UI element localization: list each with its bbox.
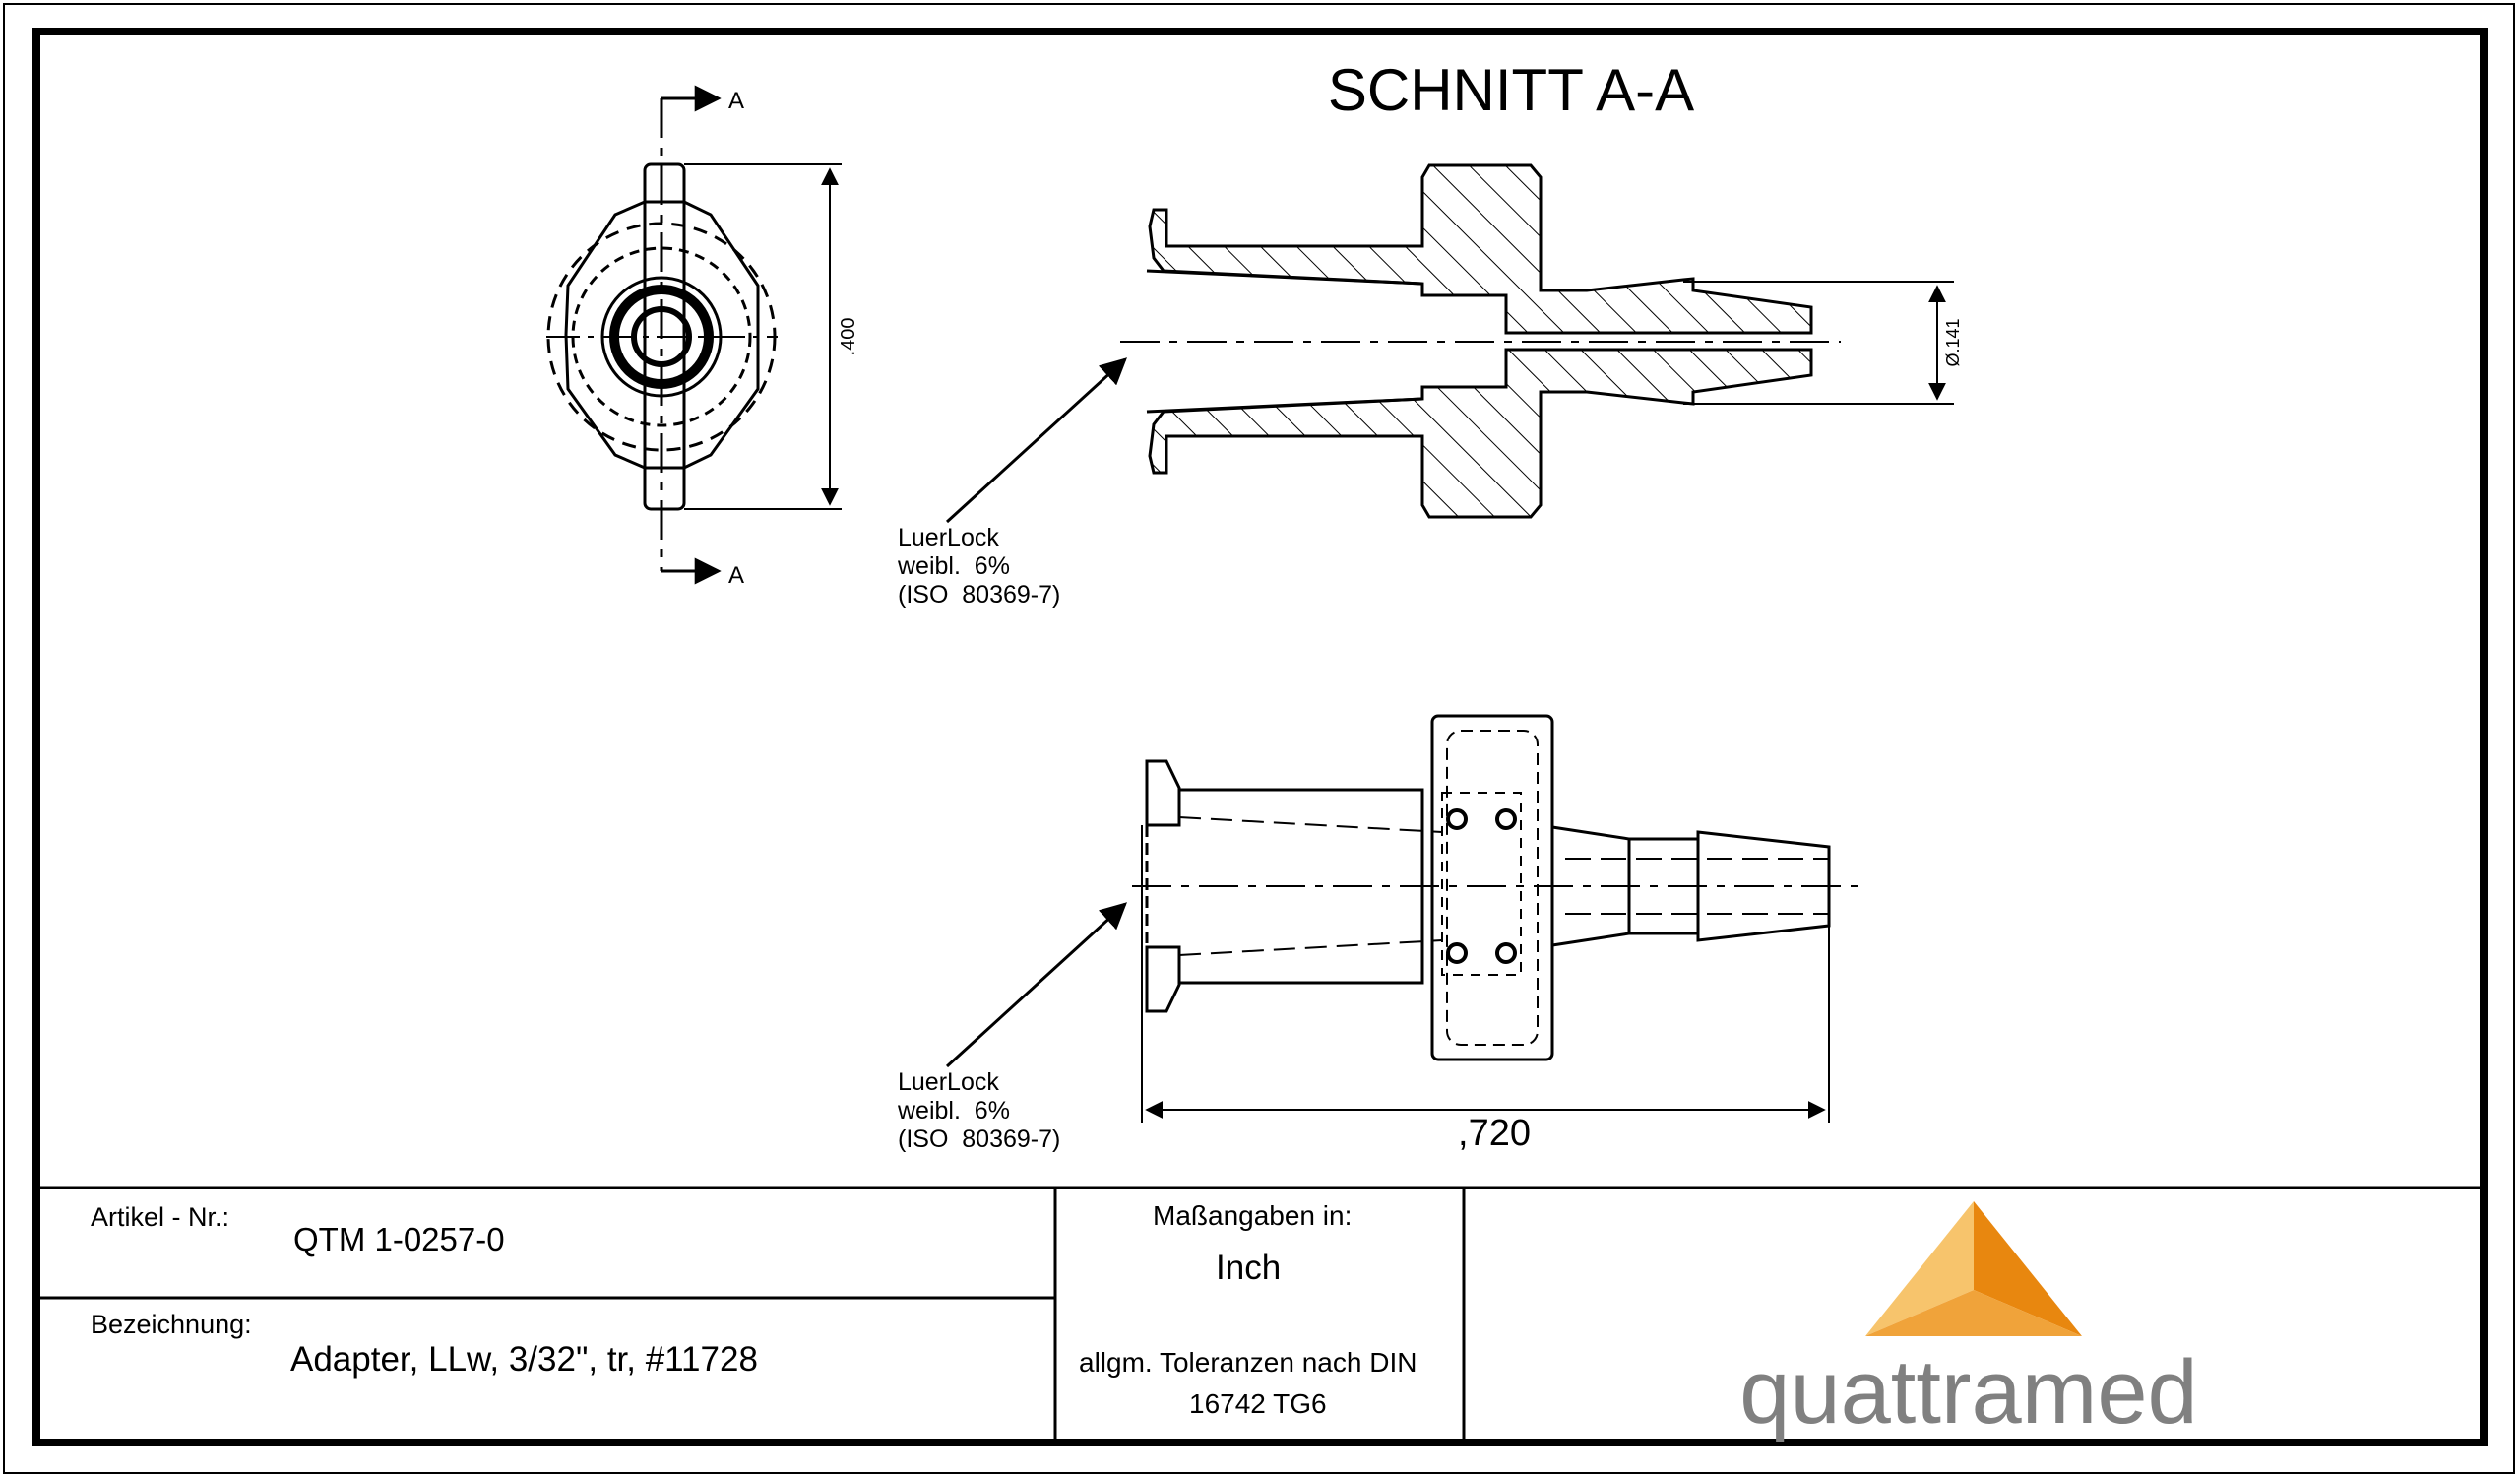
logo-wordmark: quattramed (1739, 1342, 2197, 1443)
height-dimension (684, 163, 842, 510)
callout-lower-line1: LuerLock (898, 1068, 999, 1096)
section-bore-top (1146, 269, 1423, 286)
designation-label: Bezeichnung: (91, 1310, 252, 1339)
tolerance-line-1: allgm. Toleranzen nach DIN (1079, 1347, 1418, 1378)
inner-frame (32, 28, 2488, 1446)
callout-upper-leader (945, 357, 1127, 524)
article-number-value: QTM 1-0257-0 (293, 1221, 505, 1257)
front-view (546, 98, 778, 571)
section-marker-bottom-label: A (728, 562, 744, 589)
tolerance-line-2: 16742 TG6 (1189, 1388, 1327, 1419)
callout-upper-line2: weibl. 6% (897, 552, 1010, 580)
title-block (36, 1186, 2484, 1443)
section-upper-wall (1148, 163, 1813, 335)
logo-triangle-dark (1974, 1201, 2082, 1336)
section-title: SCHNITT A-A (1328, 57, 1694, 123)
front-view-hex (564, 200, 760, 470)
units-value: Inch (1216, 1249, 1282, 1287)
logo-triangle-mid (1865, 1290, 2082, 1336)
front-view-hidden-circle-mid (571, 246, 752, 427)
callout-lower-line3: (ISO 80369-7) (898, 1125, 1060, 1153)
callout-lower-leader (945, 902, 1127, 1068)
side-view-nut (1430, 714, 1554, 1061)
barb-diameter-dimension (1683, 281, 1954, 405)
side-view-flange-upper (1145, 759, 1181, 827)
barb-diameter-value: Ø.141 (1943, 318, 1963, 366)
units-label: Maßangaben in: (1153, 1200, 1353, 1231)
designation-value: Adapter, LLw, 3/32", tr, #11728 (290, 1340, 758, 1379)
callout-upper-line1: LuerLock (898, 524, 999, 551)
section-marker-top-label: A (728, 88, 744, 114)
overall-length-value: ,720 (1458, 1113, 1531, 1154)
height-dimension-value: .400 (838, 318, 859, 356)
side-view-flange-lower (1145, 945, 1181, 1013)
article-number-label: Artikel - Nr.: (91, 1202, 230, 1232)
callout-lower-line2: weibl. 6% (897, 1097, 1010, 1125)
outer-frame (3, 3, 2515, 1474)
section-bore-bottom (1146, 397, 1423, 414)
side-view (1145, 714, 1831, 1061)
callout-upper-line3: (ISO 80369-7) (898, 581, 1060, 609)
quattramed-logo (1865, 1201, 2082, 1336)
overall-length-dimension (1141, 825, 1830, 1123)
logo-triangle-light (1865, 1201, 1974, 1336)
section-lower-wall (1148, 348, 1813, 519)
